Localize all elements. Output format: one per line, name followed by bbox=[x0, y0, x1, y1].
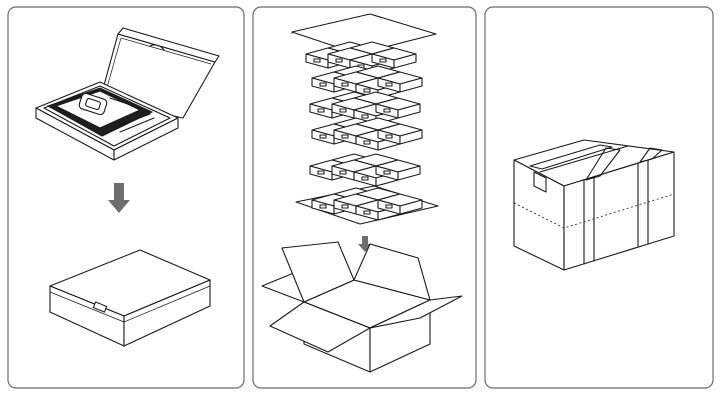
boxes-stacked-into-carton-icon bbox=[261, 13, 463, 373]
open-shipping-carton-icon bbox=[261, 241, 463, 373]
step-3-panel bbox=[484, 6, 714, 389]
closed-product-box-icon bbox=[49, 249, 211, 347]
arrow-down-icon bbox=[108, 183, 130, 213]
device-in-open-box-icon bbox=[35, 27, 220, 161]
step-2-panel bbox=[252, 6, 477, 389]
sealed-shipping-carton-icon bbox=[513, 139, 675, 271]
step-1-panel bbox=[7, 6, 245, 389]
